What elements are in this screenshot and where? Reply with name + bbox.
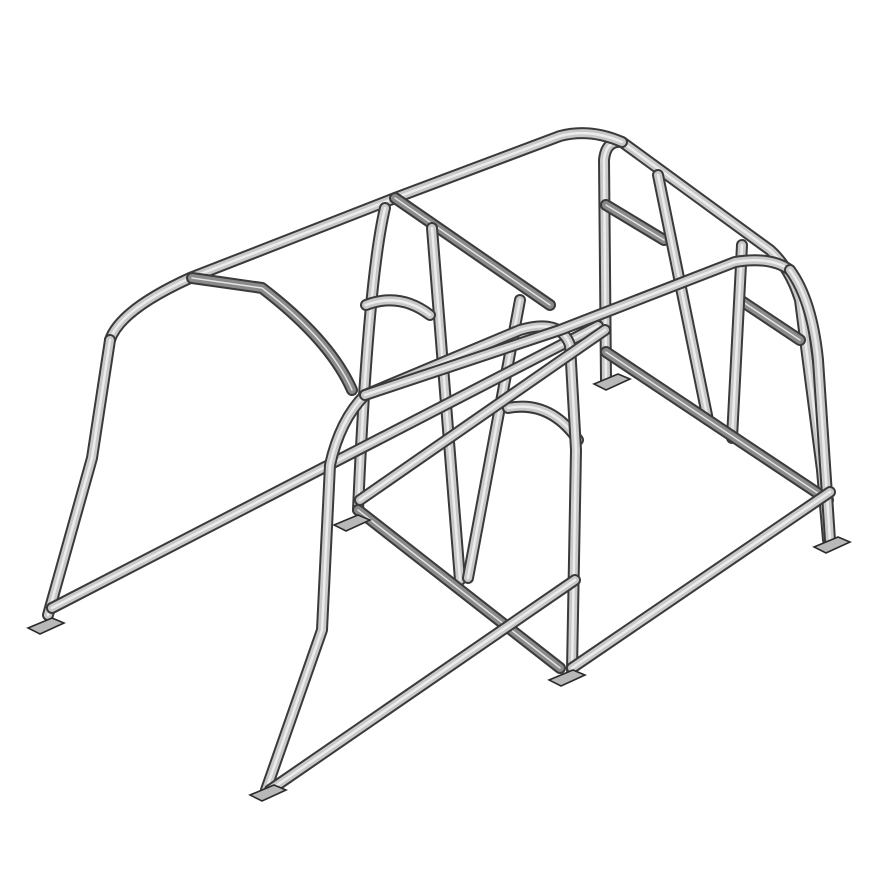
cage-mid-layer bbox=[42, 127, 628, 674]
rear-hoop-bar-upper bbox=[600, 199, 670, 246]
front-door-brace bbox=[264, 574, 581, 796]
rear-floor-bar bbox=[600, 346, 834, 506]
front-side-bar-top bbox=[359, 254, 796, 401]
cage-front-layer bbox=[260, 254, 836, 796]
front-right-pillar bbox=[784, 264, 836, 546]
rear-diagonal-right bbox=[726, 239, 748, 444]
main-hoop-left-leg bbox=[352, 202, 391, 516]
mount-plate-rear-left bbox=[26, 617, 66, 635]
cage-back-layer bbox=[598, 135, 834, 546]
front-upper-brace bbox=[354, 324, 611, 506]
harness-bar-lower bbox=[502, 400, 584, 446]
front-hoop-tube bbox=[260, 320, 582, 796]
cage-mount-plates bbox=[26, 373, 852, 802]
front-floor-bar bbox=[566, 486, 836, 674]
main-floor-bar bbox=[352, 504, 566, 674]
rear-hoop-bar-lower bbox=[734, 294, 806, 346]
harness-bar-upper bbox=[360, 294, 436, 321]
main-hoop-crossbar bbox=[389, 192, 556, 311]
mount-plate-rear-center bbox=[332, 514, 372, 532]
rear-diagonal-left bbox=[652, 169, 714, 426]
mount-plate-front-center bbox=[547, 669, 587, 687]
door-bar-left bbox=[42, 334, 116, 621]
mount-plate-rear-right bbox=[592, 373, 632, 391]
roof-cross-bar-front bbox=[186, 272, 358, 396]
mount-plate-front-right bbox=[812, 536, 852, 554]
mount-plate-front-left bbox=[248, 784, 288, 802]
